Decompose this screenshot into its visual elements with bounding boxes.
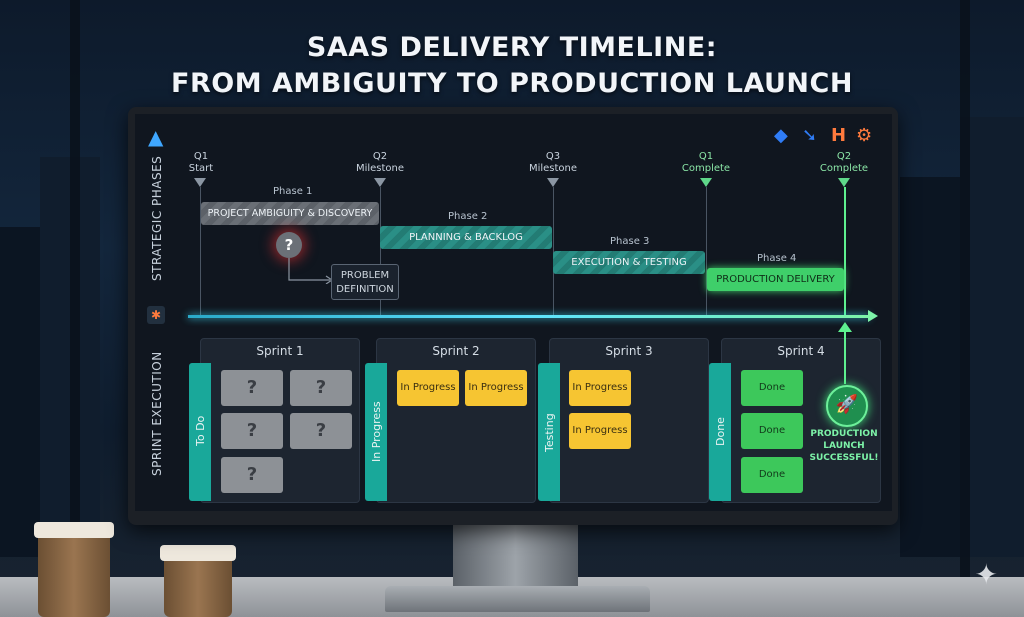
problem-box-line: PROBLEM xyxy=(340,270,390,281)
milestone-q1-start: Q1 Start xyxy=(161,151,241,175)
phase-4-label: Phase 4 xyxy=(757,253,797,264)
in-progress-card[interactable]: In Progress xyxy=(569,413,631,449)
backlog-card[interactable]: ? xyxy=(221,457,283,493)
launch-arrow-line xyxy=(844,326,846,384)
timeline-bar xyxy=(188,315,870,318)
launch-line: LAUNCH xyxy=(823,441,865,451)
sprint-execution-label: SPRINT EXECUTION xyxy=(150,351,164,476)
milestone-line xyxy=(706,187,707,315)
sprint-2-panel: Sprint 2 xyxy=(376,338,536,503)
milestone-quarter: Q2 xyxy=(836,151,852,162)
launch-arrow-head xyxy=(838,322,852,332)
phase-4-bar[interactable]: PRODUCTION DELIVERY xyxy=(707,268,844,291)
coffee-cup-lid xyxy=(34,522,114,538)
building xyxy=(40,157,100,557)
title-line-1: SAAS DELIVERY TIMELINE: xyxy=(306,32,718,63)
problem-box-line: DEFINITION xyxy=(336,284,394,295)
sprint-1-column-label: To Do xyxy=(194,415,207,446)
phase-2-bar[interactable]: PLANNING & BACKLOG xyxy=(380,226,552,249)
phase-1-bar[interactable]: PROJECT AMBIGUITY & DISCOVERY xyxy=(201,202,379,225)
milestone-marker xyxy=(374,178,386,187)
phase-2-label: Phase 2 xyxy=(448,211,488,222)
milestone-quarter: Q2 xyxy=(372,151,388,162)
milestone-quarter: Q3 xyxy=(545,151,561,162)
done-card[interactable]: Done xyxy=(741,413,803,449)
hubspot-icon[interactable]: ⚙ xyxy=(856,125,873,146)
sprint-4-column-strip xyxy=(709,363,731,501)
in-progress-card[interactable]: In Progress xyxy=(465,370,527,406)
sprint-title: Sprint 3 xyxy=(605,344,653,358)
milestone-q2: Q2 Milestone xyxy=(340,151,420,175)
sprint-3-column-strip xyxy=(538,363,560,501)
launch-message: PRODUCTION LAUNCH SUCCESSFUL! xyxy=(806,428,882,464)
in-progress-card[interactable]: In Progress xyxy=(569,370,631,406)
milestone-caption: Complete xyxy=(819,163,869,174)
coffee-cup xyxy=(38,532,110,617)
rocket-icon: 🚀 xyxy=(826,385,868,427)
app-logo-icon[interactable]: ▲ xyxy=(148,125,164,149)
sprint-3-column-label: Testing xyxy=(543,413,556,452)
sparkle-icon: ✦ xyxy=(974,558,998,591)
milestone-caption: Milestone xyxy=(528,163,578,174)
monitor-base xyxy=(385,586,650,612)
launch-line: PRODUCTION xyxy=(810,429,878,439)
milestone-marker xyxy=(700,178,712,187)
building xyxy=(960,117,1024,557)
building xyxy=(900,177,1024,557)
timeline-arrow-head xyxy=(868,310,878,322)
phase-1-label: Phase 1 xyxy=(273,186,313,197)
hubspot-icon[interactable]: ✱ xyxy=(147,306,165,324)
harvest-icon[interactable]: H xyxy=(831,125,847,146)
title-line-2: FROM AMBIGUITY TO PRODUCTION LAUNCH xyxy=(171,68,853,99)
milestone-line xyxy=(844,187,846,315)
milestone-caption: Milestone xyxy=(355,163,405,174)
milestone-q2-complete: Q2 Complete xyxy=(804,151,884,175)
sprint-title: Sprint 2 xyxy=(432,344,480,358)
backlog-card[interactable]: ? xyxy=(221,413,283,449)
milestone-quarter: Q1 xyxy=(698,151,714,162)
coffee-cup xyxy=(164,556,232,617)
sprint-2-column-label: In Progress xyxy=(370,401,383,462)
milestone-marker xyxy=(194,178,206,187)
milestone-q1-complete: Q1 Complete xyxy=(666,151,746,175)
sprint-title: Sprint 4 xyxy=(777,344,825,358)
milestone-marker xyxy=(547,178,559,187)
backlog-card[interactable]: ? xyxy=(290,370,352,406)
milestone-caption: Complete xyxy=(681,163,731,174)
sprint-1-column-strip xyxy=(189,363,211,501)
milestone-line xyxy=(380,187,381,315)
monitor-stand xyxy=(453,522,578,590)
problem-definition-box: PROBLEM DEFINITION xyxy=(331,264,399,300)
building xyxy=(0,227,90,557)
done-card[interactable]: Done xyxy=(741,457,803,493)
question-icon: ? xyxy=(276,232,302,258)
sprint-4-column-label: Done xyxy=(714,417,727,446)
milestone-line xyxy=(200,187,201,315)
milestone-q3: Q3 Milestone xyxy=(513,151,593,175)
in-progress-card[interactable]: In Progress xyxy=(397,370,459,406)
phase-3-bar[interactable]: EXECUTION & TESTING xyxy=(553,251,705,274)
page-title: SAAS DELIVERY TIMELINE: FROM AMBIGUITY T… xyxy=(0,30,1024,102)
backlog-card[interactable]: ? xyxy=(221,370,283,406)
coffee-cup-lid xyxy=(160,545,236,561)
launch-line: SUCCESSFUL! xyxy=(809,453,879,463)
milestone-quarter: Q1 xyxy=(193,151,209,162)
done-card[interactable]: Done xyxy=(741,370,803,406)
milestone-caption: Start xyxy=(188,163,214,174)
jira-arrow-icon[interactable]: ➘ xyxy=(802,125,818,146)
connector-arrow xyxy=(288,258,334,284)
backlog-card[interactable]: ? xyxy=(290,413,352,449)
jira-icon[interactable]: ◆ xyxy=(774,125,788,146)
milestone-marker xyxy=(838,178,850,187)
phase-3-label: Phase 3 xyxy=(610,236,650,247)
sprint-title: Sprint 1 xyxy=(256,344,304,358)
sprint-2-column-strip xyxy=(365,363,387,501)
